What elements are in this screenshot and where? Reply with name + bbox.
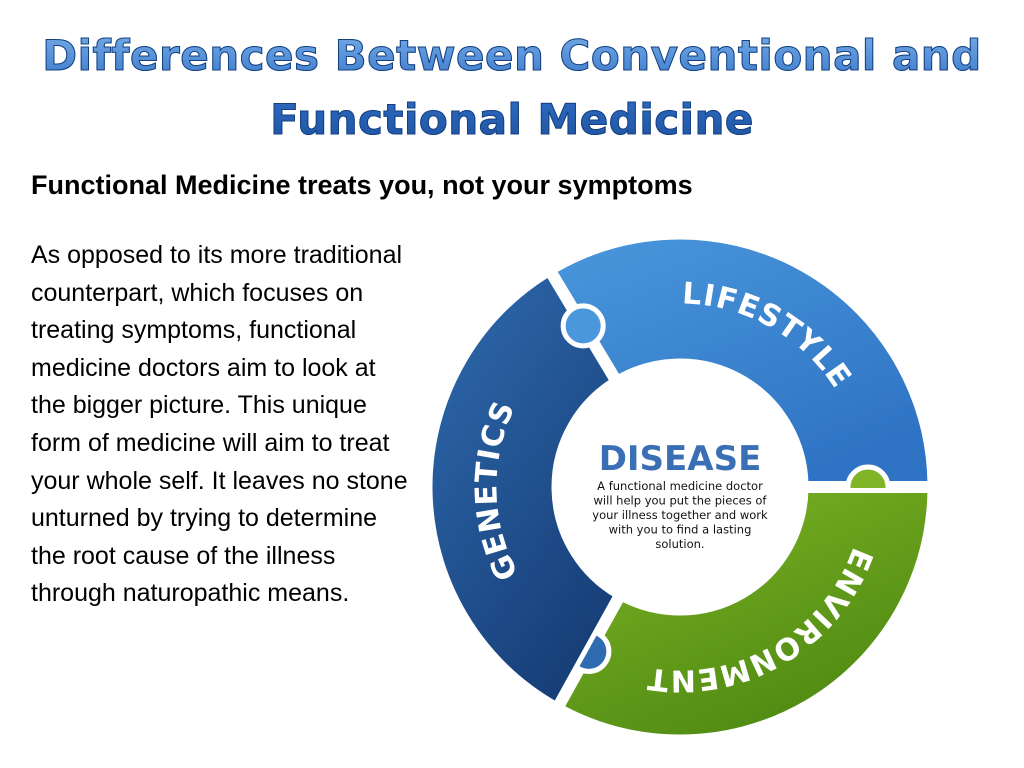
body-paragraph: As opposed to its more traditional count…	[31, 241, 408, 608]
slide-title-line-1: Differences Between Conventional and	[42, 31, 982, 81]
slide-title: Differences Between Conventional and Fun…	[0, 24, 1024, 152]
center-text-line: your illness together and work	[592, 508, 768, 522]
slide-subtitle: Functional Medicine treats you, not your…	[31, 170, 693, 200]
segment-genetics	[427, 271, 620, 708]
center-text-line: with you to find a lasting	[609, 523, 752, 537]
segment-environment	[558, 487, 933, 740]
segment-lifestyle	[550, 234, 933, 487]
center-text-line: will help you put the pieces of	[594, 494, 768, 508]
slide-title-line-2: Functional Medicine	[270, 95, 754, 145]
center-text-line: solution.	[655, 537, 704, 551]
center-text-line: A functional medicine doctor	[597, 479, 763, 493]
center-title: DISEASE	[599, 439, 762, 479]
center-circle	[562, 369, 798, 605]
puzzle-tab-genetics	[560, 303, 606, 349]
